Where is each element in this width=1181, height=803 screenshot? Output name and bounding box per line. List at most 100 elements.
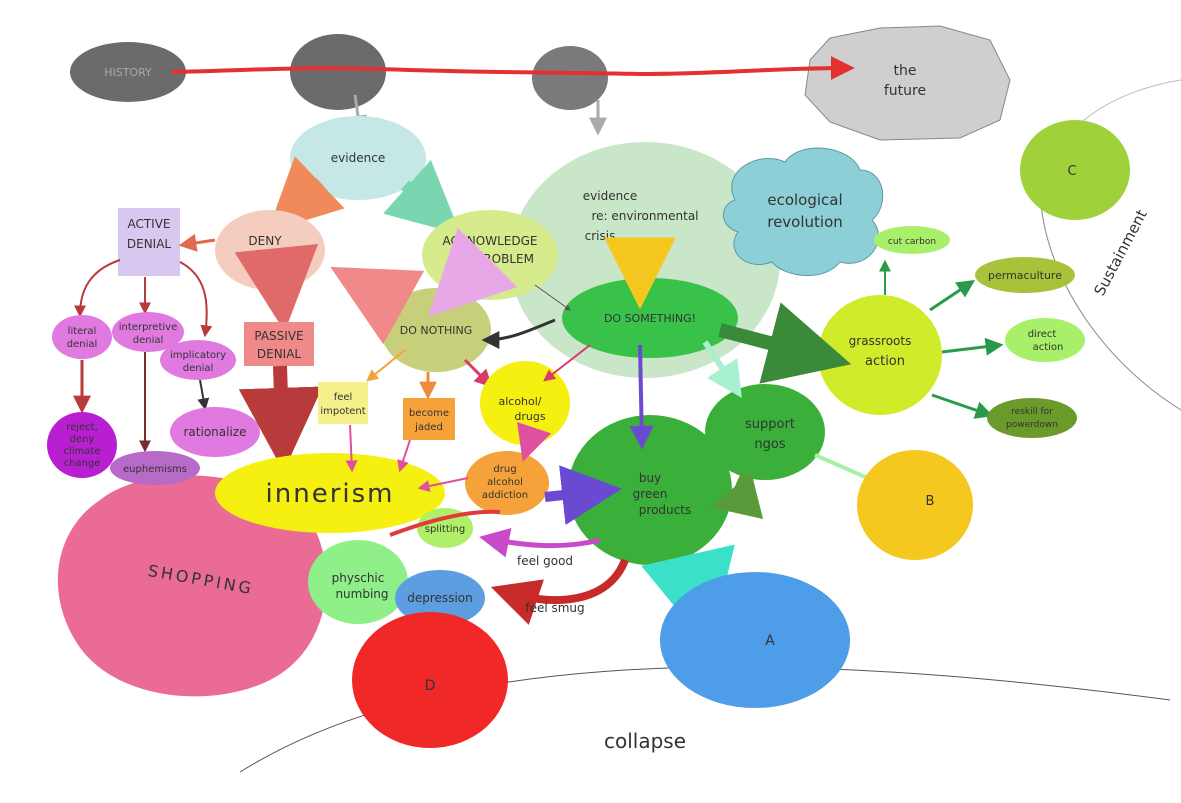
future-blob [804,25,1011,141]
impotent-label-2: impotent [320,406,365,417]
depression-node [395,570,485,626]
active-to-implic-arrow [179,261,213,338]
deny-label-1: DENY [248,234,282,248]
direct-action-node [1005,318,1085,362]
something-to-grassroots-arrow [718,302,852,384]
buy-green-node [568,415,732,565]
something-to-buy-arrow [629,344,654,450]
something-nothing-arrow [481,318,556,349]
d-outcome-node [352,612,508,748]
future-label-2: future [884,83,926,99]
deny-label-2: PROBLEM [241,252,299,266]
eco-label-2: revolution [767,213,843,231]
become-jaded-node [403,398,455,440]
innerism-buy-link [389,509,501,537]
reskill-label-1: reskill for [1011,407,1053,417]
literal-denial-node [52,315,112,359]
b-label: B [926,494,935,509]
direct-label-2: action [1033,342,1064,353]
future-label-1: the [894,63,917,79]
buy-green-label-2: green [633,487,668,501]
impotent-label-1: feel [334,392,353,403]
ack-to-something-arrow [534,284,571,311]
support-ngos-node [705,384,825,480]
something-to-alcohol-arrow [543,344,591,382]
direct-label-1: direct [1028,329,1057,340]
support-to-buy-link [710,472,764,519]
psychic-numbing-node [308,540,408,624]
cut-carbon-node [874,226,950,254]
reject-label-4: change [64,458,101,469]
support-label-1: support [745,417,795,432]
grassroots-label-2: action [865,354,905,369]
active-label-2: DENIAL [127,237,172,251]
psychic-label-2: numbing [335,587,388,601]
active-label-1: ACTIVE [127,217,170,231]
alcohol-label-2: drugs [514,410,545,423]
alcohol-label-1: alcohol/ [498,395,541,408]
c-label: C [1067,164,1076,179]
jaded-label-2: jaded [414,422,443,433]
deny-problem-node [215,210,325,290]
timeline-blob-2 [290,34,386,110]
nothing-to-alcohol-arrow [463,358,493,388]
eco-label-1: ecological [767,191,842,209]
grassroots-to-perma-arrow [929,280,975,312]
timeline-blob-3 [532,46,608,110]
jaded-label-1: become [409,408,449,419]
implic-label-1: implicatory [170,350,226,361]
impotent-to-innerism-arrow [345,424,358,473]
splitting-label: splitting [425,524,465,535]
nothing-to-deny-arrow [330,266,425,345]
interp-label-2: denial [133,335,164,346]
passive-to-innerism-arrow [238,365,323,472]
interp-label-1: interpretive [119,322,177,333]
grassroots-to-direct-arrow [941,337,1004,356]
reskill-label-2: powerdown [1006,420,1058,430]
a-label: A [765,633,775,649]
innerism-node [215,453,445,533]
literal-label-1: literal [68,326,97,337]
collapse-label: collapse [604,729,686,753]
grassroots-label-1: grassroots [849,334,912,348]
a-outcome-node [660,572,850,708]
active-to-literal-arrow [74,259,121,318]
feel-impotent-node [318,382,368,424]
feel-smug-label: feel smug [525,601,584,615]
rationalize-node [170,407,260,457]
permaculture-node [975,257,1075,293]
b-outcome-node [857,450,973,560]
implicatory-denial-node [160,340,236,380]
feel-good-label: feel good [517,554,573,568]
addiction-to-innerism-arrow [417,477,469,492]
crisis-label-3: crisis [585,229,616,243]
ack-label-2: PROBLEM [476,252,534,266]
euphemisms-label: euphemisms [123,464,187,475]
passive-label-2: DENIAL [257,347,302,361]
d-label: D [425,678,436,694]
timeline-arrow [171,56,855,81]
splitting-node [417,508,473,548]
reject-label-1: reject, [66,422,98,433]
do-nothing-label: DO NOTHING [400,324,473,337]
reject-label-2: deny [70,434,95,445]
feel-smug-arrow [490,558,629,625]
ack-to-nothing-arrow [428,227,518,317]
implic-to-rational-arrow [197,379,210,411]
passive-denial-node [244,322,314,366]
evidence-to-ack-arrow [383,159,461,235]
evidence-label: evidence [331,151,385,165]
interpretive-denial-node [112,312,184,352]
buy-green-label-1: buy [639,471,661,485]
passive-label-1: PASSIVE [254,329,303,343]
collapse-boundary [239,666,1171,773]
implic-label-2: denial [183,363,214,374]
crisis-label-2: re: environmental [591,209,698,223]
shopping-node [57,475,327,697]
crisis-label-1: evidence [583,189,637,203]
history-blob [70,42,186,102]
addiction-to-buy-arrow [544,465,622,525]
depression-label: depression [407,591,472,605]
euphemisms-node [110,451,200,485]
